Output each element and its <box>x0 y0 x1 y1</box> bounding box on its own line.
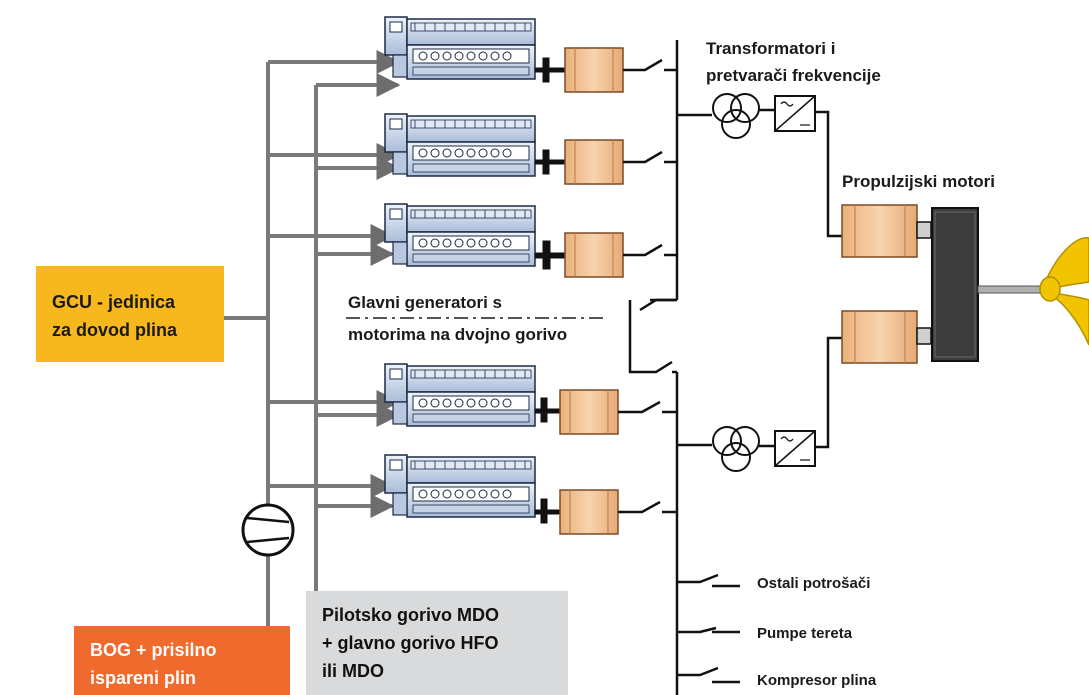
diesel-engine-icon <box>384 16 536 80</box>
generator-icon <box>564 232 624 278</box>
propeller-shaft <box>977 285 1047 294</box>
transformers-label: Transformatori i pretvarači frekvencije <box>706 39 881 85</box>
bog-box: BOG + prisilno ispareni plin <box>74 626 290 695</box>
generator-icon <box>564 139 624 185</box>
consumer-label-other: Ostali potrošači <box>757 575 871 592</box>
fuel-supply-piping <box>224 50 401 695</box>
gcu-box: GCU - jedinica za dovod plina <box>36 266 224 362</box>
shaft-couplings <box>534 57 566 524</box>
transformer-icon <box>712 93 760 139</box>
generator-icon <box>559 489 619 535</box>
generator-icon <box>559 389 619 435</box>
main-generators-label: Glavni generatori s motorima na dvojno g… <box>348 293 568 344</box>
electrical-wiring <box>618 40 842 695</box>
gearbox-icon <box>931 207 979 362</box>
diesel-engine-icon <box>384 454 536 518</box>
propulsion-motors-label: Propulzijski motori <box>842 172 996 191</box>
consumer-label-gas-compressor: Kompresor plina <box>757 672 877 689</box>
diesel-engine-icon <box>384 203 536 267</box>
transformer-icon <box>712 426 760 472</box>
diesel-engine-icon <box>384 363 536 427</box>
consumer-label-cargo-pumps: Pumpe tereta <box>757 625 853 642</box>
propulsion-motor-icon <box>841 204 932 258</box>
propeller-icon <box>1039 237 1089 346</box>
frequency-converter-icon <box>774 430 816 467</box>
compressor-icon <box>241 503 295 557</box>
diesel-engine-icon <box>384 113 536 177</box>
frequency-converter-icon <box>774 95 816 132</box>
generator-icon <box>564 47 624 93</box>
propulsion-motor-icon <box>841 310 932 364</box>
fuel-box: Pilotsko gorivo MDO + glavno gorivo HFO … <box>306 591 568 695</box>
